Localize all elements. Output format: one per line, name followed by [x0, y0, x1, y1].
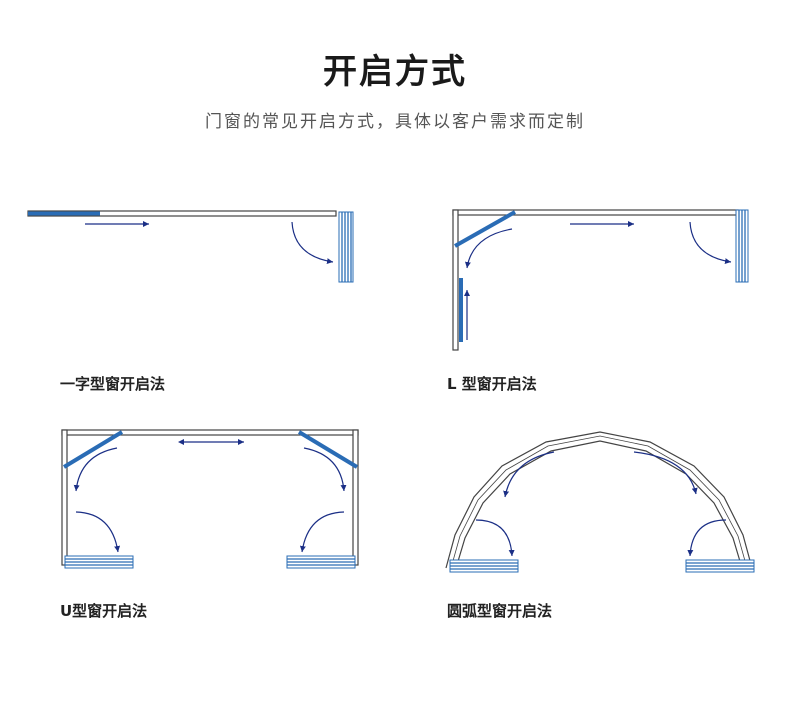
arc-frame-outer	[445, 431, 753, 569]
arc-frame-mid	[450, 435, 748, 569]
straight-window-diagram	[27, 210, 354, 283]
label-l-shape-window: L 型窗开启法	[447, 375, 537, 393]
folded-stack-l	[735, 209, 749, 283]
u-shape-window-diagram	[61, 429, 359, 569]
label-arc-window: 圆弧型窗开启法	[447, 602, 553, 620]
arc-right-swing-arrow	[633, 451, 698, 495]
arc-frame-inner	[455, 440, 743, 569]
l-frame-top	[452, 209, 739, 216]
arc-left-swing-arrow	[503, 451, 555, 498]
arc-left-fold-arrow	[475, 519, 515, 557]
arc-left-folded-stack	[449, 559, 519, 573]
swing-sash	[454, 210, 516, 248]
u-frame-right	[352, 429, 359, 566]
left-swing-sash	[62, 430, 124, 469]
right-folded-stack	[286, 555, 356, 569]
l-shape-window-diagram	[452, 209, 749, 351]
fold-arrow-l	[689, 221, 732, 265]
left-fold-arrow	[75, 511, 121, 553]
left-folded-stack	[64, 555, 134, 569]
page-title: 开启方式	[323, 52, 467, 92]
page-subtitle: 门窗的常见开启方式，具体以客户需求而定制	[205, 112, 585, 132]
right-swing-arrow	[303, 447, 347, 492]
fold-arrow	[291, 221, 334, 265]
arc-window-diagram	[445, 431, 755, 573]
label-straight-window: 一字型窗开启法	[60, 375, 166, 393]
swing-arrow	[464, 228, 513, 269]
arc-right-folded-stack	[685, 559, 755, 573]
l-frame-left	[452, 209, 459, 351]
arc-right-fold-arrow	[687, 519, 727, 557]
folded-stack	[338, 211, 354, 283]
u-frame-left	[61, 429, 68, 566]
label-u-shape-window: U型窗开启法	[60, 602, 148, 620]
right-swing-sash	[297, 430, 359, 469]
right-fold-arrow	[299, 511, 345, 553]
u-frame-top	[61, 429, 359, 436]
left-swing-arrow	[73, 447, 118, 492]
